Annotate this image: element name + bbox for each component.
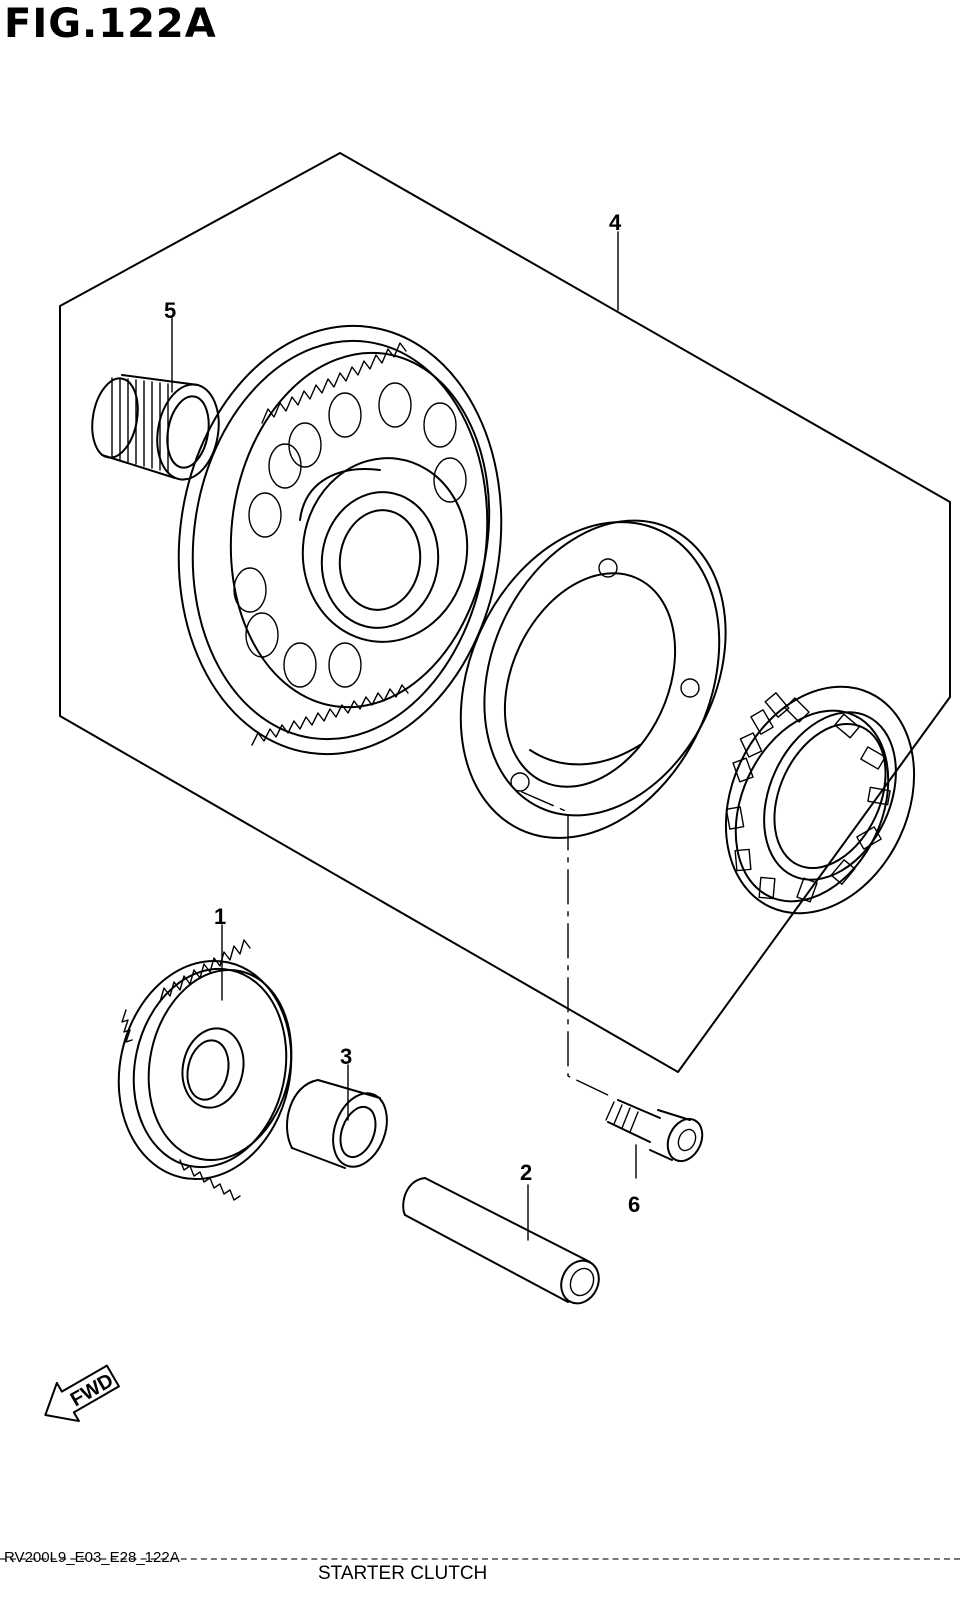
- callout-5: 5: [164, 298, 176, 323]
- starter-gear-drawing: [117, 939, 293, 1201]
- fwd-arrow-icon: FWD: [44, 1364, 120, 1423]
- figure-title: FIG.122A: [4, 1, 217, 47]
- callout-4: 4: [609, 210, 622, 235]
- callout-1: 1: [214, 904, 226, 929]
- bolt-drawing: [605, 1099, 704, 1163]
- callout-2: 2: [520, 1160, 532, 1185]
- one-way-clutch-drawing: [724, 685, 916, 915]
- footer-divider: [0, 1558, 960, 1560]
- needle-bearing-drawing: [91, 374, 220, 481]
- clutch-ring-drawing: [459, 519, 727, 839]
- shaft-drawing: [402, 1177, 600, 1305]
- large-gear-drawing: [177, 324, 503, 756]
- assembly-box-outline: [59, 152, 951, 1073]
- figure-caption: STARTER CLUTCH: [318, 1563, 488, 1584]
- callout-6: 6: [628, 1192, 640, 1217]
- bushing-drawing: [286, 1079, 388, 1169]
- callout-3: 3: [340, 1044, 352, 1069]
- figure-code: RV200L9_E03_E28_122A: [4, 1549, 180, 1566]
- leader-lines: [171, 231, 637, 1241]
- fwd-label: FWD: [67, 1369, 117, 1411]
